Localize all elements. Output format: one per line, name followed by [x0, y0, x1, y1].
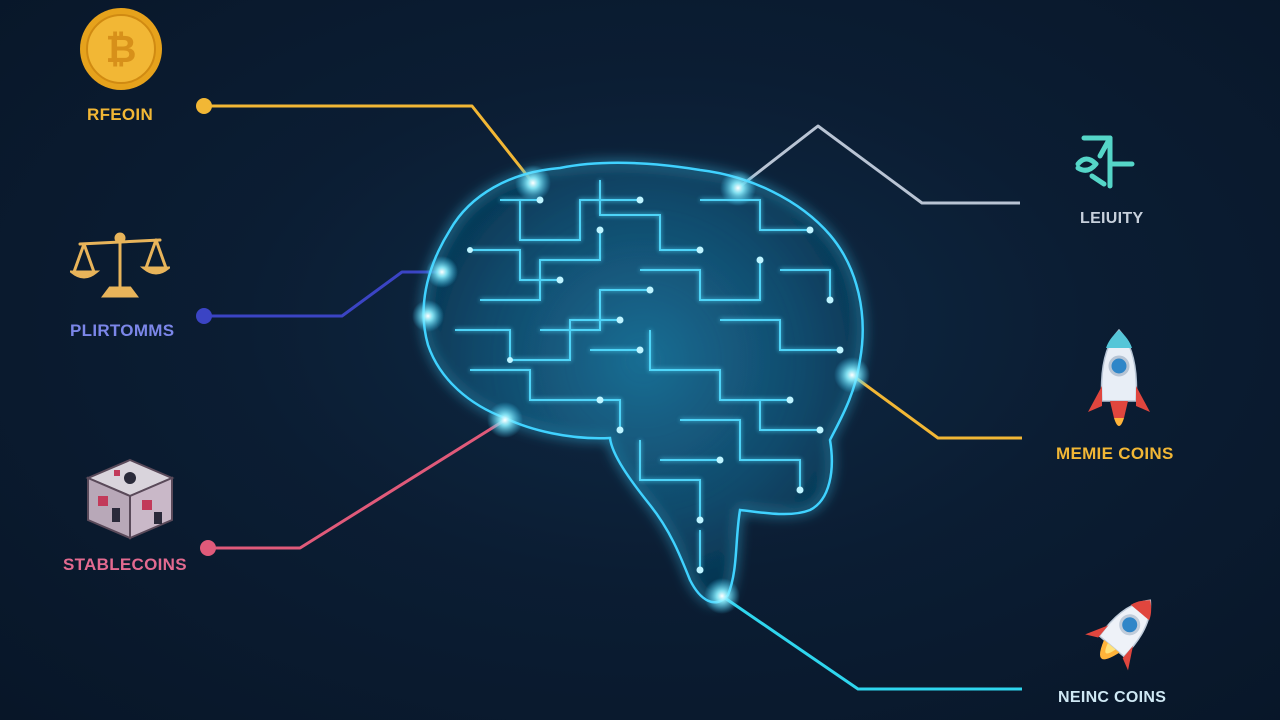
- svg-text:₿: ₿: [106, 29, 137, 71]
- utility-glyph-icon: [1070, 126, 1140, 196]
- connector-meme-bottom: [721, 594, 1022, 691]
- balance-scale-icon: [67, 230, 173, 302]
- label-platforms: PLIRTOMMS: [70, 321, 175, 340]
- connector-lines: [204, 104, 1022, 691]
- endpoint-stablecoins: [200, 540, 216, 556]
- label-meme-bottom: NEINC COINS: [1058, 689, 1167, 706]
- endpoint-platforms: [196, 308, 212, 324]
- connector-stablecoins: [208, 418, 506, 550]
- circuit-brain-icon: [412, 161, 870, 614]
- rocket-launch-icon: [1072, 586, 1172, 682]
- glow-hotspots: [412, 165, 870, 614]
- connector-utility: [737, 124, 1020, 205]
- cube-icon: [84, 456, 176, 540]
- label-bitcoin: RFEOIN: [87, 105, 154, 124]
- connector-bitcoin: [204, 104, 535, 184]
- endpoint-bitcoin: [196, 98, 212, 114]
- label-utility: LEIUITY: [1080, 210, 1144, 227]
- connector-platforms: [204, 270, 442, 318]
- bitcoin-coin-icon: ₿: [78, 6, 164, 92]
- rocket-icon: [1084, 326, 1154, 436]
- label-stablecoins: STABLECOINS: [63, 555, 187, 574]
- connector-meme-top: [851, 373, 1022, 440]
- label-meme-top: MEMIE COINS: [1056, 444, 1174, 463]
- connector-endpoints: [196, 98, 216, 556]
